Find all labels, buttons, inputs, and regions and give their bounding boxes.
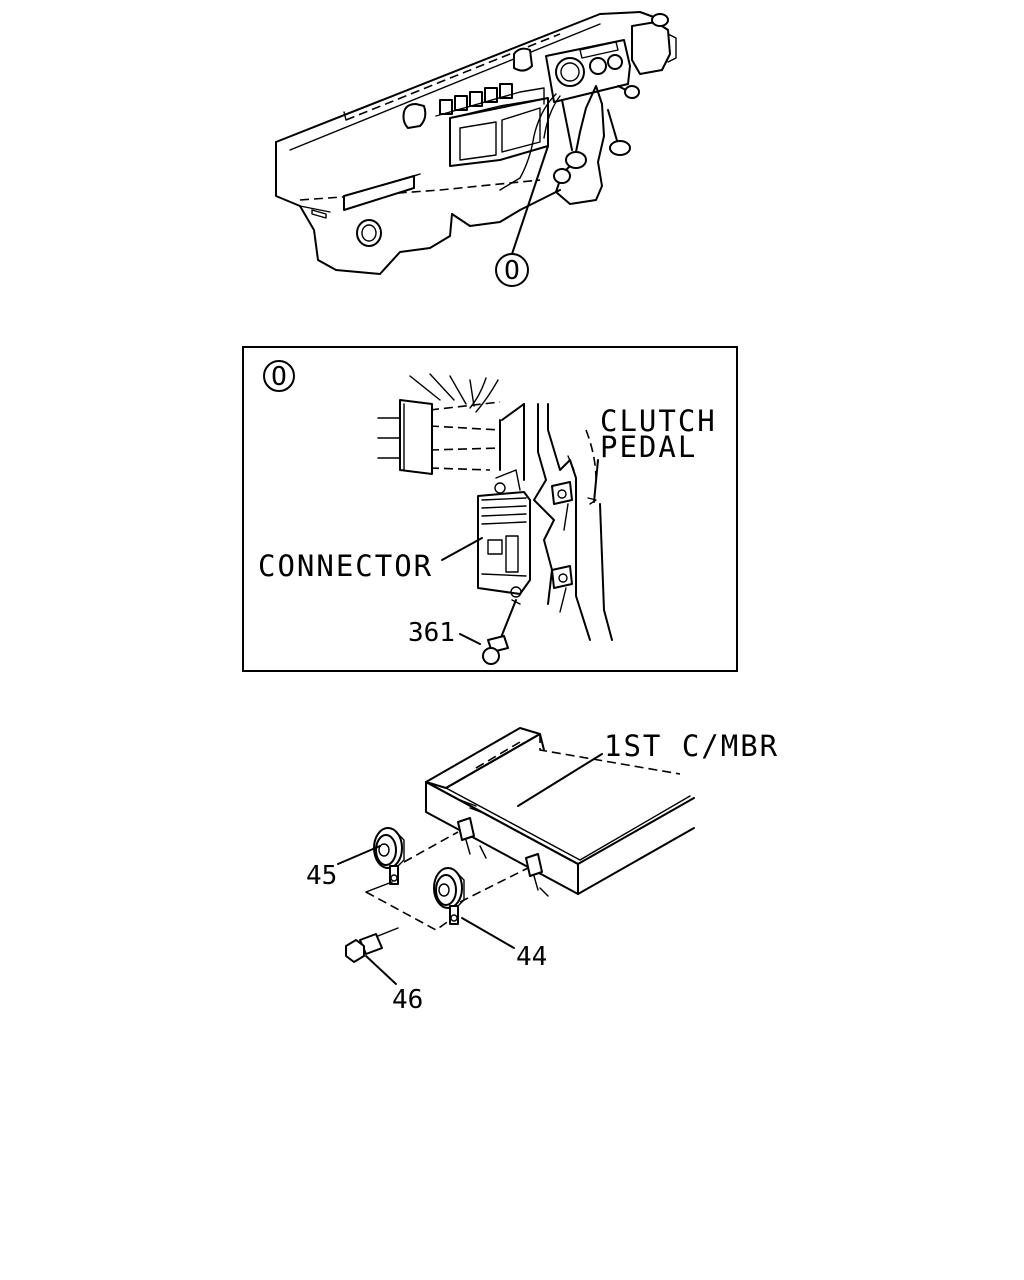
label-clutch: CLUTCH	[600, 404, 717, 438]
callout-o-top: O	[495, 253, 529, 287]
label-part-46: 46	[392, 985, 423, 1015]
label-crossmember: 1ST C/MBR	[604, 729, 779, 763]
label-part-361: 361	[408, 618, 455, 648]
label-connector: CONNECTOR	[258, 549, 433, 583]
crossmember	[425, 727, 695, 897]
label-pedal: PEDAL	[600, 430, 697, 464]
callout-o-detail-label: O	[271, 362, 287, 392]
connector-body	[477, 469, 531, 605]
callout-o-detail: O	[263, 360, 295, 392]
switch-row	[435, 83, 545, 117]
label-part-44: 44	[516, 942, 547, 972]
detail-frame	[242, 346, 738, 672]
callout-o-top-label: O	[504, 256, 520, 286]
label-part-45: 45	[306, 861, 337, 891]
clutch-area	[377, 373, 613, 665]
bolt-46	[345, 927, 399, 963]
bolt-361	[482, 635, 509, 665]
instrument-cluster	[545, 39, 631, 103]
horn-45	[373, 827, 405, 885]
horn-44	[433, 867, 465, 925]
dashboard-assembly	[275, 11, 677, 275]
